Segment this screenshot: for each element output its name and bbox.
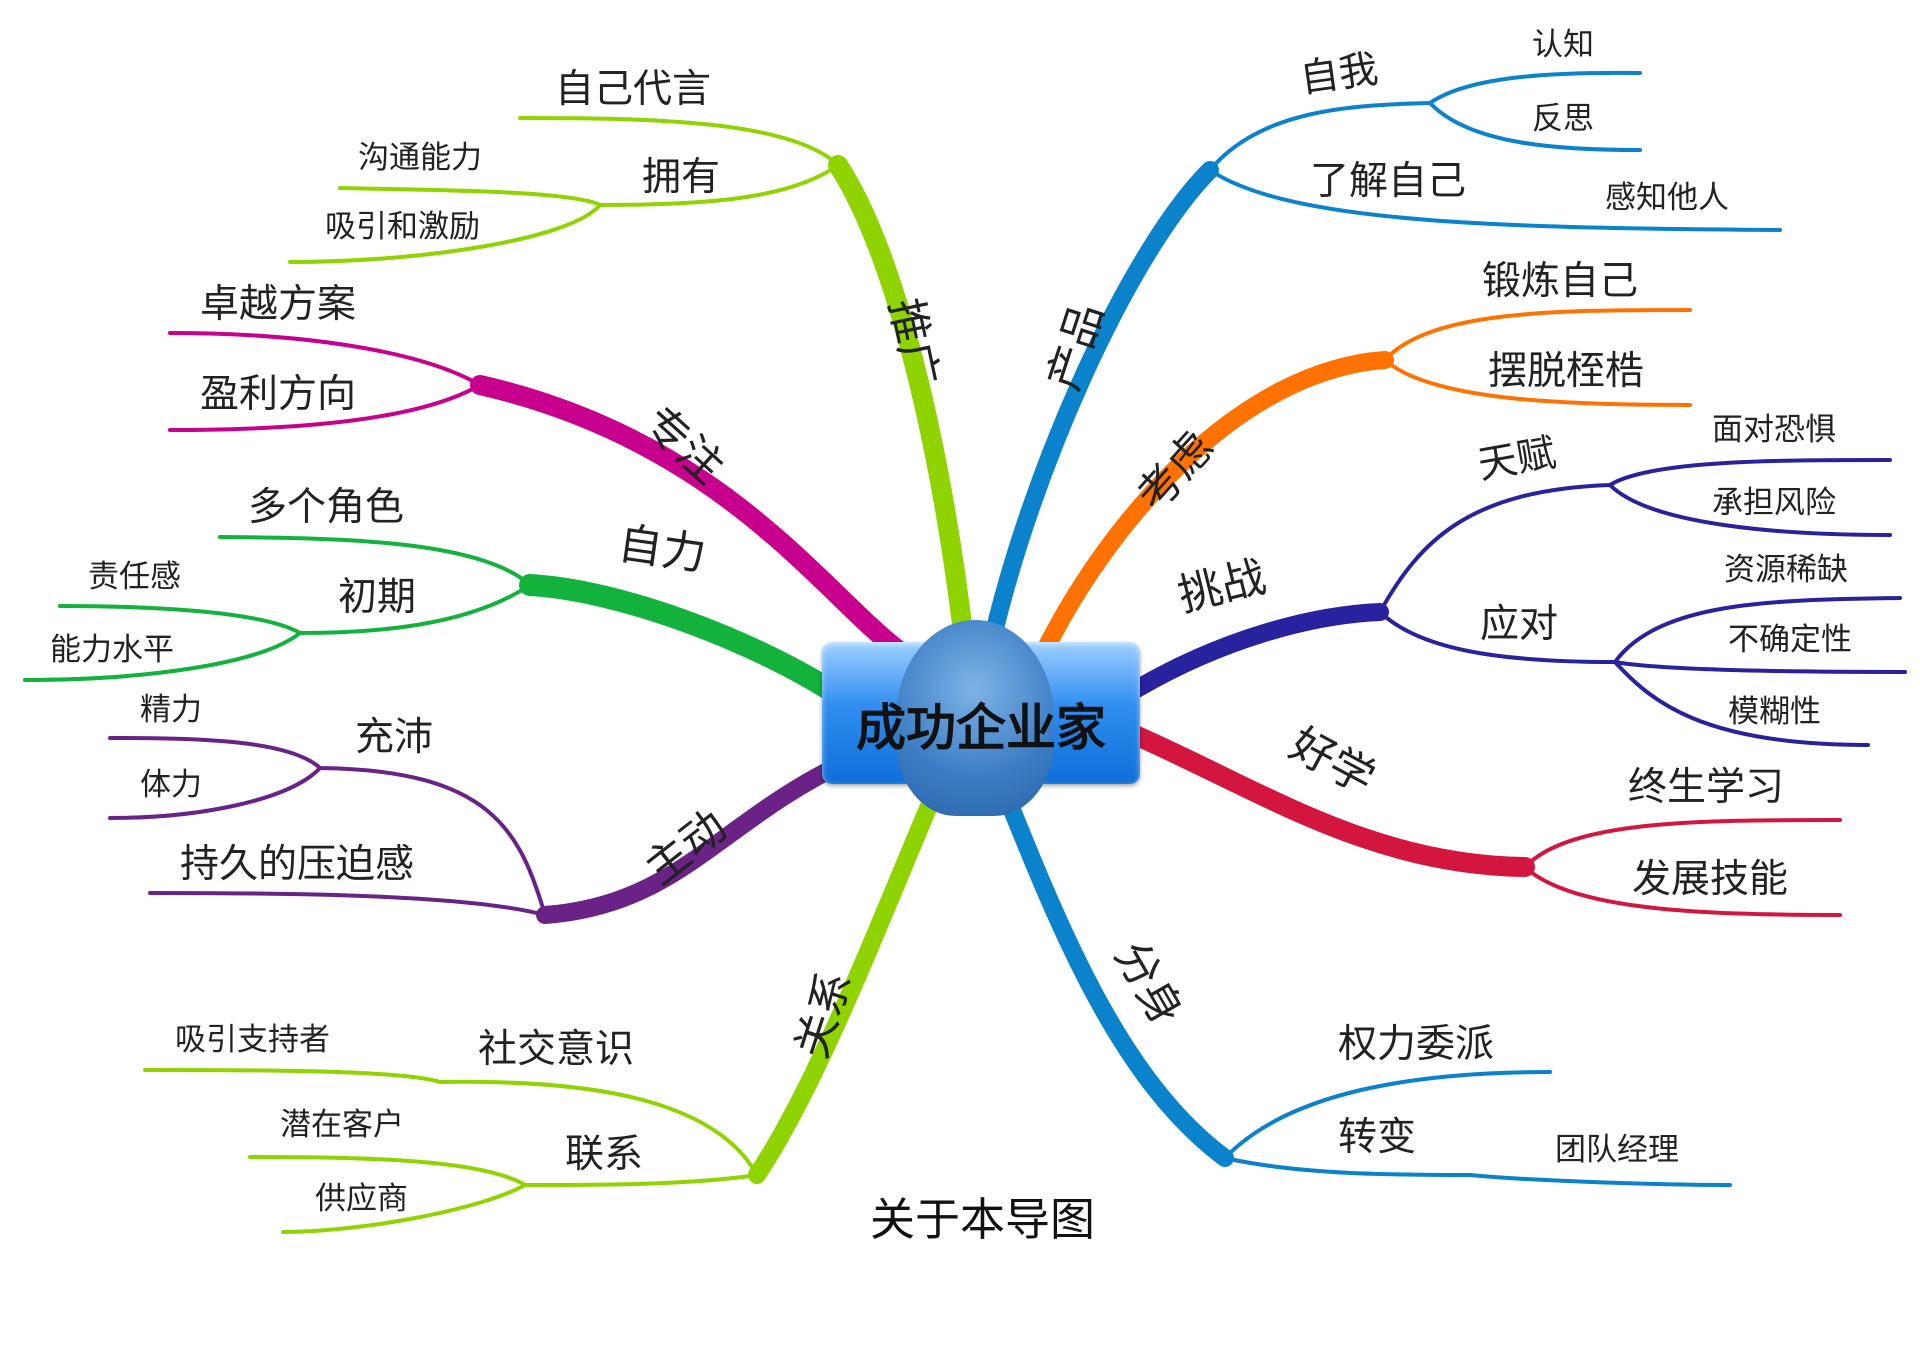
branch-promo-sub [288, 116, 840, 264]
node-learn-a[interactable]: 终生学习 [1628, 765, 1785, 810]
node-split-a[interactable]: 权力委派 [1338, 1022, 1495, 1067]
node-active-a1[interactable]: 精力 [140, 692, 202, 728]
branch-self-power-sub [23, 535, 532, 682]
node-promo-b[interactable]: 拥有 [642, 155, 721, 200]
node-promo-a[interactable]: 自己代言 [555, 67, 712, 112]
node-self-power-b[interactable]: 初期 [338, 575, 417, 620]
branch-active-sub [108, 736, 547, 917]
node-relation-b1[interactable]: 潜在客户 [280, 1107, 404, 1143]
node-relation-b[interactable]: 联系 [565, 1132, 644, 1177]
node-consider-b[interactable]: 摆脱桎梏 [1488, 349, 1645, 394]
node-challenge-b[interactable]: 应对 [1480, 602, 1559, 647]
branch-self-power [519, 574, 841, 701]
branch-learn-sub [1523, 818, 1842, 917]
node-product-a[interactable]: 自我 [1297, 46, 1381, 103]
branch-relation-sub [143, 1068, 759, 1234]
branch-learn [1125, 725, 1535, 877]
branch-split-sub [1223, 1070, 1732, 1187]
node-active-a[interactable]: 充沛 [355, 715, 434, 760]
node-consider-a[interactable]: 锻炼自己 [1482, 259, 1639, 304]
node-product-a2[interactable]: 反思 [1532, 101, 1594, 137]
branch-focus-sub [168, 331, 482, 432]
node-challenge-a1[interactable]: 面对恐惧 [1712, 412, 1836, 448]
branch-promo [828, 155, 975, 660]
node-challenge-b2[interactable]: 不确定性 [1728, 622, 1852, 658]
node-product-b[interactable]: 了解自己 [1310, 159, 1467, 204]
branch-label-self-power[interactable]: 自力 [614, 518, 710, 581]
node-promo-b2[interactable]: 吸引和激励 [325, 209, 480, 245]
node-product-a1[interactable]: 认知 [1532, 27, 1594, 63]
branch-split [991, 771, 1234, 1167]
branch-consider [1036, 351, 1394, 659]
branch-challenge-sub [1378, 458, 1907, 747]
node-challenge-b1[interactable]: 资源稀缺 [1724, 552, 1848, 588]
person-silhouette-icon [896, 620, 1054, 816]
node-learn-b[interactable]: 发展技能 [1632, 857, 1789, 902]
central-node-title: 成功企业家 [856, 699, 1106, 757]
node-product-b1[interactable]: 感知他人 [1605, 180, 1729, 216]
node-focus-a[interactable]: 卓越方案 [200, 282, 357, 327]
node-self-power-a[interactable]: 多个角色 [248, 485, 405, 530]
node-self-power-b1[interactable]: 责任感 [88, 559, 181, 595]
branch-challenge [1126, 603, 1389, 699]
branch-product [981, 161, 1219, 659]
node-promo-b1[interactable]: 沟通能力 [358, 140, 482, 176]
node-active-a2[interactable]: 体力 [140, 767, 202, 803]
node-self-power-b2[interactable]: 能力水平 [50, 632, 174, 668]
branch-product-sub [1208, 70, 1782, 232]
about-map-link[interactable]: 关于本导图 [870, 1193, 1096, 1246]
branch-relation [748, 771, 949, 1184]
node-split-b[interactable]: 转变 [1338, 1115, 1417, 1160]
branch-focus [470, 375, 908, 660]
node-challenge-b3[interactable]: 模糊性 [1728, 694, 1821, 730]
node-relation-b2[interactable]: 供应商 [315, 1181, 408, 1217]
branch-consider-sub [1383, 308, 1692, 407]
node-active-b[interactable]: 持久的压迫感 [180, 842, 415, 887]
node-relation-a[interactable]: 社交意识 [478, 1027, 635, 1072]
node-focus-b[interactable]: 盈利方向 [200, 372, 357, 417]
central-node[interactable]: 成功企业家 [822, 620, 1140, 816]
node-relation-a1[interactable]: 吸引支持者 [175, 1022, 330, 1058]
node-challenge-a2[interactable]: 承担风险 [1712, 485, 1836, 521]
branch-active [536, 751, 859, 924]
node-split-b1[interactable]: 团队经理 [1555, 1132, 1679, 1168]
